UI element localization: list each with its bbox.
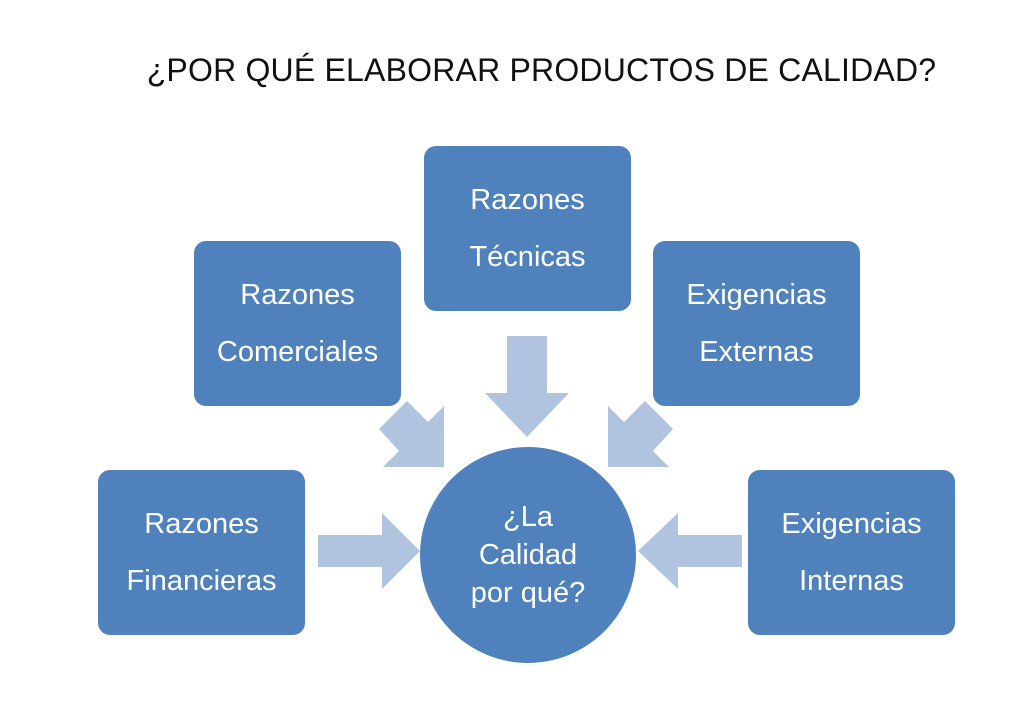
arrow-down-from-tecnicas bbox=[485, 336, 569, 437]
box-razones-comerciales: Razones Comerciales bbox=[194, 241, 401, 406]
box-line: Técnicas bbox=[469, 240, 586, 273]
box-exigencias-internas: Exigencias Internas bbox=[748, 470, 955, 635]
box-exigencias-externas: Exigencias Externas bbox=[653, 241, 860, 406]
page-title: ¿POR QUÉ ELABORAR PRODUCTOS DE CALIDAD? bbox=[146, 52, 937, 88]
box-line: Razones bbox=[470, 183, 585, 216]
box-razones-financieras: Razones Financieras bbox=[98, 470, 305, 635]
center-line: por qué? bbox=[470, 577, 586, 609]
box-razones-tecnicas: Razones Técnicas bbox=[424, 146, 631, 311]
arrow-diagonal-from-externas bbox=[608, 401, 673, 467]
box-line: Exigencias bbox=[781, 507, 922, 540]
box-line: Razones bbox=[240, 278, 355, 311]
box-line: Internas bbox=[799, 564, 904, 597]
arrow-diagonal-from-comerciales bbox=[379, 401, 444, 467]
center-line: Calidad bbox=[478, 539, 578, 571]
center-circle: ¿La Calidad por qué? bbox=[420, 447, 636, 663]
center-line: ¿La bbox=[503, 501, 553, 533]
arrow-right-from-financieras bbox=[318, 513, 420, 589]
arrow-left-from-internas bbox=[638, 513, 742, 589]
box-line: Razones bbox=[144, 507, 259, 540]
box-line: Exigencias bbox=[686, 278, 827, 311]
box-line: Comerciales bbox=[216, 335, 379, 368]
box-line: Financieras bbox=[126, 564, 277, 597]
box-line: Externas bbox=[699, 335, 814, 368]
